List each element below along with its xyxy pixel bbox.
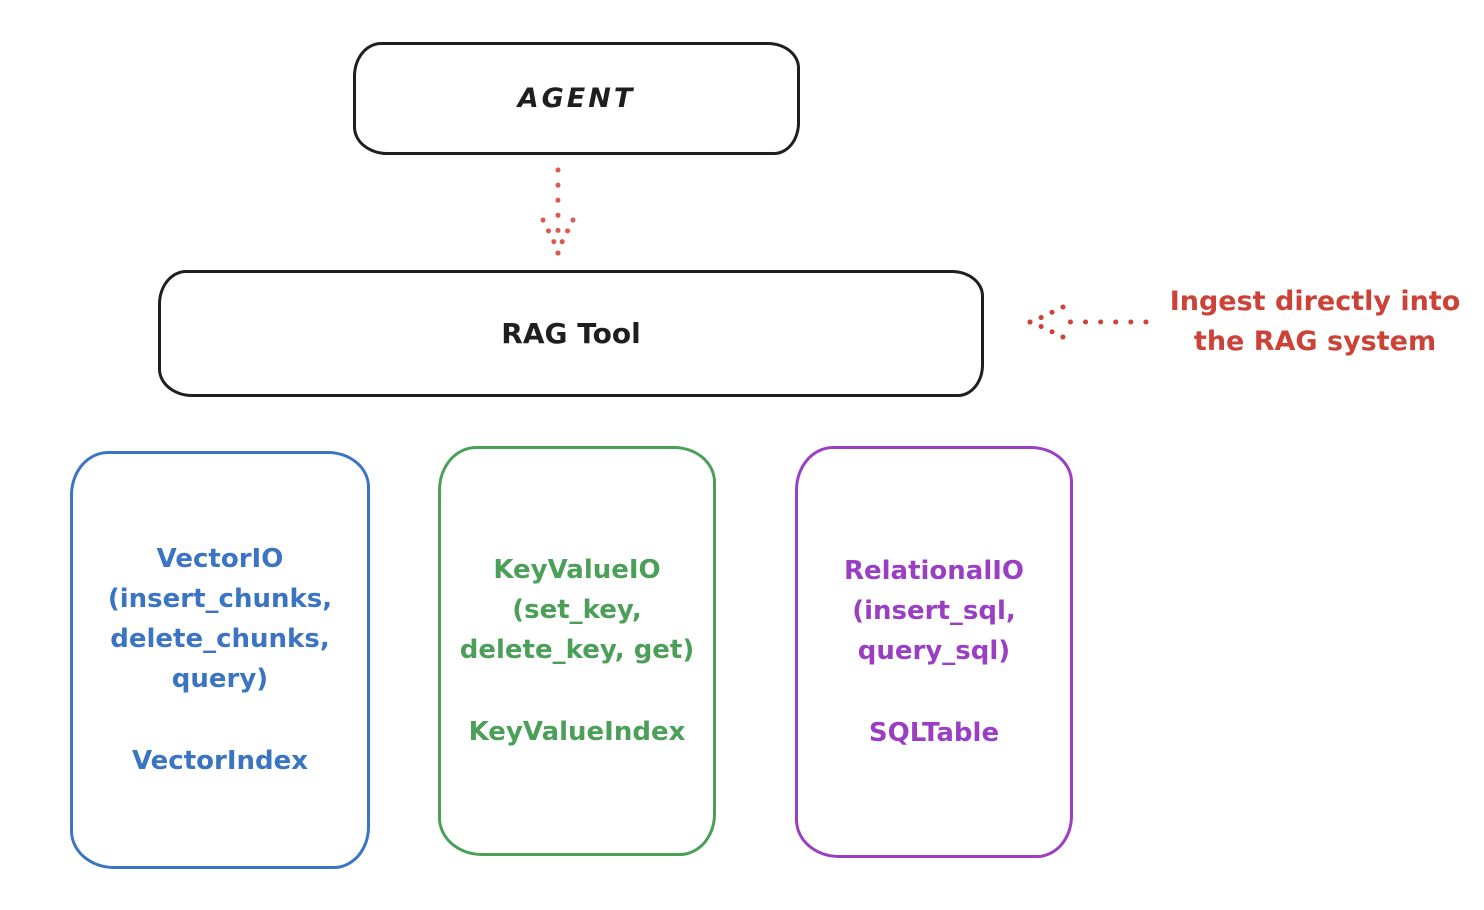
vector-io-box: VectorIO (insert_chunks, delete_chunks, … xyxy=(70,451,370,869)
keyvalue-index-label: KeyValueIndex xyxy=(468,717,686,747)
dotted-arrow-down-icon xyxy=(540,167,576,256)
vector-index-label: VectorIndex xyxy=(131,746,309,776)
rag-tool-box: RAG Tool xyxy=(158,270,984,397)
keyvalue-io-body: KeyValueIO (set_key, delete_key, get) xyxy=(459,555,695,665)
rag-tool-label: RAG Tool xyxy=(501,317,641,350)
sql-table-label: SQLTable xyxy=(868,718,1000,748)
agent-label: AGENT xyxy=(517,83,636,114)
relational-io-body: RelationalIO (insert_sql, query_sql) xyxy=(843,556,1025,666)
relational-io-box: RelationalIO (insert_sql, query_sql) SQL… xyxy=(795,446,1073,858)
dotted-arrow-left-icon xyxy=(1027,304,1149,340)
agent-box: AGENT xyxy=(353,42,800,155)
annotation-text: Ingest directly into the RAG system xyxy=(1169,286,1461,357)
vector-io-body: VectorIO (insert_chunks, delete_chunks, … xyxy=(107,544,333,694)
keyvalue-io-box: KeyValueIO (set_key, delete_key, get) Ke… xyxy=(438,446,716,856)
